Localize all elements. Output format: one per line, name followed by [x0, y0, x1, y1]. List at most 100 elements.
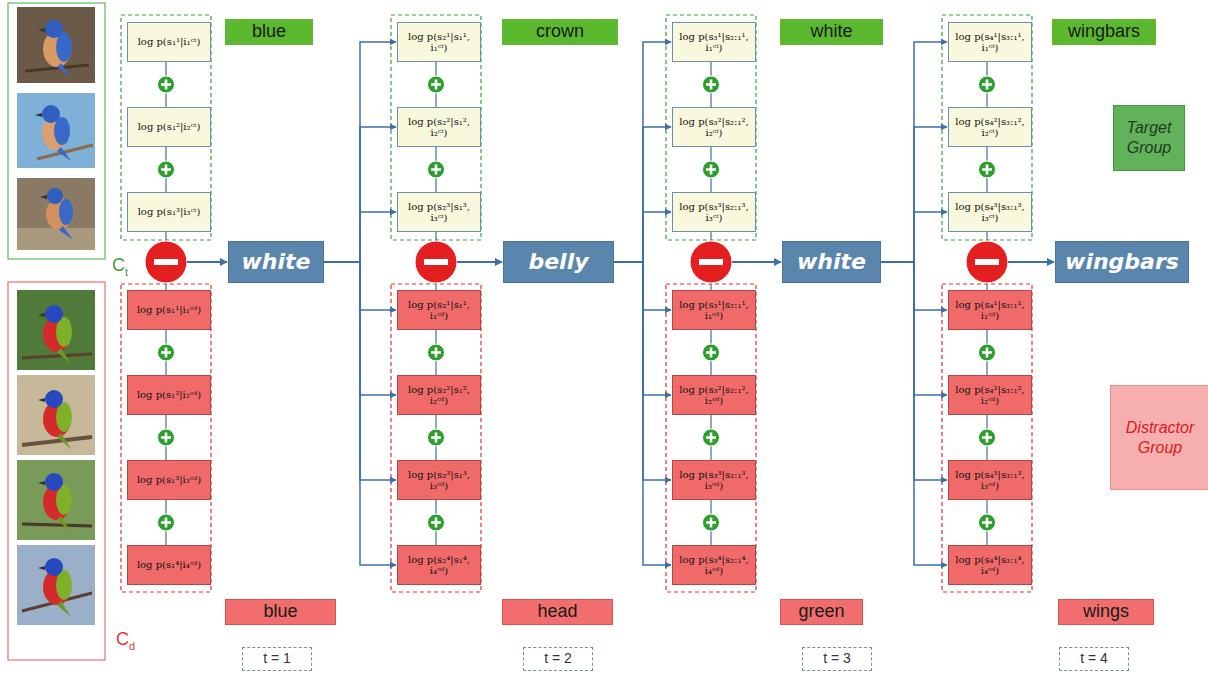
log-prob-box: log p(s₄²|s₃:₁², i₂ᶜᵈ) — [948, 375, 1032, 415]
node-text: log p(s₂³|s₁³, i₃ᶜᵈ) — [401, 469, 477, 492]
log-prob-box: log p(s₂²|s₁², i₂ᶜᵈ) — [397, 375, 481, 415]
flow-arrow — [614, 127, 671, 262]
log-prob-box: log p(s₂³|s₁³, i₃ᶜᵈ) — [397, 460, 481, 500]
node-text: log p(s₄²|s₃:₁², i₂ᶜᵈ) — [952, 384, 1028, 407]
time-step: t = 1 — [242, 647, 312, 671]
node-text: log p(s₁¹|i₁ᶜᵈ) — [131, 304, 207, 316]
log-prob-box: log p(s₂⁴|s₁⁴, i₄ᶜᵈ) — [397, 545, 481, 585]
node-text: wingbars — [1062, 250, 1182, 274]
node-text: wingbars — [1056, 22, 1152, 42]
flow-arrow — [614, 42, 671, 262]
distractor-word: blue — [225, 599, 336, 625]
node-text: log p(s₄²|s₃:₁², i₂ᶜᵗ) — [952, 116, 1028, 139]
log-prob-box: log p(s₂¹|s₁¹, i₁ᶜᵗ) — [397, 22, 481, 62]
distractor-word: wings — [1058, 599, 1154, 625]
target-word: crown — [502, 19, 618, 45]
flow-arrow — [324, 42, 396, 262]
log-prob-box: log p(s₁³|i₃ᶜᵗ) — [127, 192, 211, 232]
distractor-word: green — [780, 599, 863, 625]
log-prob-box: log p(s₁²|i₂ᶜᵈ) — [127, 375, 211, 415]
group-label: Target Group — [1113, 105, 1185, 171]
chosen-word: white — [228, 241, 324, 283]
log-prob-box: log p(s₃⁴|s₂:₁⁴, i₄ᶜᵈ) — [672, 545, 756, 585]
node-text: t = 3 — [807, 651, 867, 666]
node-text: Target Group — [1118, 118, 1180, 158]
node-text: log p(s₂¹|s₁¹, i₁ᶜᵈ) — [401, 299, 477, 322]
node-text: blue — [229, 22, 309, 42]
time-step: t = 3 — [802, 647, 872, 671]
flow-arrow — [881, 262, 947, 565]
chosen-word: white — [782, 241, 881, 283]
log-prob-box: log p(s₁¹|i₁ᶜᵈ) — [127, 290, 211, 330]
log-prob-box: log p(s₃³|s₂:₁³, i₃ᶜᵈ) — [672, 460, 756, 500]
node-text: log p(s₃³|s₂:₁³, i₃ᶜᵈ) — [676, 469, 752, 492]
node-text: belly — [510, 250, 607, 274]
node-text: log p(s₃¹|s₂:₁¹, i₁ᶜᵈ) — [676, 299, 752, 322]
group-symbol: C — [112, 255, 125, 276]
node-text: log p(s₂¹|s₁¹, i₁ᶜᵗ) — [401, 31, 477, 54]
log-prob-box: log p(s₁⁴|i₄ᶜᵈ) — [127, 545, 211, 585]
flow-arrow — [324, 127, 396, 262]
log-prob-box: log p(s₄¹|s₃:₁¹, i₁ᶜᵈ) — [948, 290, 1032, 330]
node-text: log p(s₁³|i₃ᶜᵈ) — [131, 474, 207, 486]
node-text: white — [789, 250, 874, 274]
chosen-word: wingbars — [1055, 241, 1189, 283]
log-prob-box: log p(s₃¹|s₂:₁¹, i₁ᶜᵗ) — [672, 22, 756, 62]
node-text: green — [785, 602, 858, 622]
node-text: log p(s₂³|s₁³, i₃ᶜᵗ) — [401, 201, 477, 224]
target-word: wingbars — [1052, 19, 1156, 45]
chosen-word: belly — [503, 241, 614, 283]
target-word: blue — [225, 19, 313, 45]
node-text: log p(s₂²|s₁², i₂ᶜᵈ) — [401, 384, 477, 407]
node-text: log p(s₂⁴|s₁⁴, i₄ᶜᵈ) — [401, 554, 477, 577]
node-text: log p(s₃⁴|s₂:₁⁴, i₄ᶜᵈ) — [676, 554, 752, 577]
node-text: log p(s₁²|i₂ᶜᵈ) — [131, 389, 207, 401]
node-text: log p(s₁¹|i₁ᶜᵗ) — [131, 36, 207, 48]
node-text: white — [784, 22, 879, 42]
node-text: log p(s₄¹|s₃:₁¹, i₁ᶜᵗ) — [952, 31, 1028, 54]
flow-arrow — [881, 42, 947, 262]
group-label: Distractor Group — [1110, 385, 1208, 490]
node-text: Distractor Group — [1115, 418, 1205, 458]
group-subscript: d — [129, 640, 135, 652]
log-prob-box: log p(s₁¹|i₁ᶜᵗ) — [127, 22, 211, 62]
node-text: log p(s₄¹|s₃:₁¹, i₁ᶜᵈ) — [952, 299, 1028, 322]
log-prob-box: log p(s₃¹|s₂:₁¹, i₁ᶜᵈ) — [672, 290, 756, 330]
group-symbol: C — [116, 629, 129, 650]
flow-arrow — [881, 127, 947, 262]
log-prob-box: log p(s₄⁴|s₃:₁⁴, i₄ᶜᵈ) — [948, 545, 1032, 585]
node-text: log p(s₁⁴|i₄ᶜᵈ) — [131, 559, 207, 571]
node-text: t = 2 — [528, 651, 588, 666]
target-word: white — [780, 19, 883, 45]
flow-arrow — [324, 212, 396, 262]
flow-arrow — [614, 212, 671, 262]
node-text: log p(s₃³|s₂:₁³, i₃ᶜᵗ) — [676, 201, 752, 224]
log-prob-box: log p(s₂¹|s₁¹, i₁ᶜᵈ) — [397, 290, 481, 330]
node-text: log p(s₃²|s₂:₁², i₂ᶜᵗ) — [676, 116, 752, 139]
node-text: t = 1 — [247, 651, 307, 666]
node-text: log p(s₂²|s₁², i₂ᶜᵗ) — [401, 116, 477, 139]
log-prob-box: log p(s₂²|s₁², i₂ᶜᵗ) — [397, 107, 481, 147]
flow-arrow — [324, 262, 396, 565]
node-text: t = 4 — [1064, 651, 1124, 666]
node-text: log p(s₄³|s₃:₁³, i₃ᶜᵗ) — [952, 201, 1028, 224]
log-prob-box: log p(s₂³|s₁³, i₃ᶜᵗ) — [397, 192, 481, 232]
distractor-word: head — [502, 599, 613, 625]
time-step: t = 4 — [1059, 647, 1129, 671]
node-text: crown — [506, 22, 614, 42]
log-prob-box: log p(s₄¹|s₃:₁¹, i₁ᶜᵗ) — [948, 22, 1032, 62]
node-text: log p(s₃²|s₂:₁², i₂ᶜᵈ) — [676, 384, 752, 407]
node-text: white — [235, 250, 317, 274]
time-step: t = 2 — [523, 647, 593, 671]
group-subscript: t — [125, 266, 128, 278]
log-prob-box: log p(s₄³|s₃:₁³, i₃ᶜᵗ) — [948, 192, 1032, 232]
flow-arrow — [881, 212, 947, 262]
log-prob-box: log p(s₃³|s₂:₁³, i₃ᶜᵗ) — [672, 192, 756, 232]
node-text: log p(s₃¹|s₂:₁¹, i₁ᶜᵗ) — [676, 31, 752, 54]
log-prob-box: log p(s₁²|i₂ᶜᵗ) — [127, 107, 211, 147]
log-prob-box: log p(s₃²|s₂:₁², i₂ᶜᵈ) — [672, 375, 756, 415]
log-prob-box: log p(s₁³|i₃ᶜᵈ) — [127, 460, 211, 500]
node-text: log p(s₄³|s₃:₁³, i₃ᶜᵈ) — [952, 469, 1028, 492]
node-text: log p(s₁³|i₃ᶜᵗ) — [131, 206, 207, 218]
